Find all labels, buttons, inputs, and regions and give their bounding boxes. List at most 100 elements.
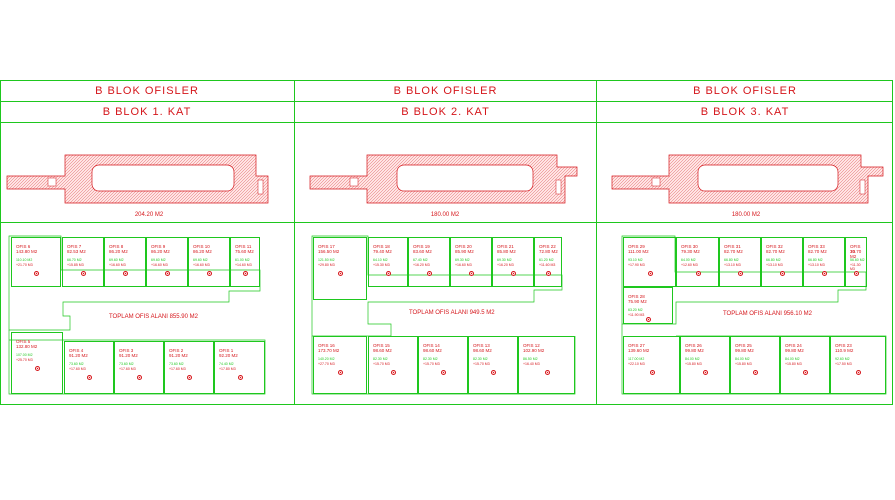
unit-marker-icon — [207, 271, 212, 276]
office-level: +17.90 M3 — [628, 263, 645, 267]
office-net-area: 66.70 M2 — [67, 258, 82, 262]
column-3-total-area: TOPLAM OFIS ALANI 956.10 M2 — [723, 311, 812, 317]
column-3-common-area: 180.00 M2 — [731, 212, 761, 218]
office-name: OFIS 32 — [766, 244, 783, 249]
unit-marker-icon — [854, 271, 859, 276]
column-divider-1 — [294, 80, 295, 405]
office-name: OFIS 34 — [850, 244, 861, 254]
office-net-area: 69.30 M2 — [455, 258, 470, 262]
office-gross-area: 98.60 M2 — [373, 348, 392, 353]
unit-marker-icon — [822, 271, 827, 276]
column-1-header: B BLOK OFISLER — [95, 85, 199, 97]
office-name: OFIS 12 — [523, 343, 540, 348]
office-net-area: 73.60 M2 — [119, 362, 134, 366]
office-name: OFIS 25 — [735, 343, 752, 348]
office-name: OFIS 10 — [193, 244, 210, 249]
column-1-floor-title: B BLOK 1. KAT — [102, 106, 192, 118]
unit-marker-icon — [34, 271, 39, 276]
unit-marker-icon — [738, 271, 743, 276]
office-level: +17.60 M3 — [119, 367, 136, 371]
office-name: OFIS 15 — [373, 343, 390, 348]
unit-marker-icon — [338, 370, 343, 375]
office-net-area: 74.40 M2 — [219, 362, 234, 366]
office-level: +29.80 M3 — [318, 263, 335, 267]
office-name: OFIS 7 — [67, 244, 82, 249]
office-level: +11.60 M3 — [539, 263, 556, 267]
office-level: +15.70 M3 — [373, 362, 390, 366]
unit-marker-icon — [780, 271, 785, 276]
column-1-common-area: 204.20 M2 — [134, 212, 164, 218]
unit-marker-icon — [243, 271, 248, 276]
office-gross-area: 75.60 M2 — [235, 249, 254, 254]
office-level: +12.60 M3 — [681, 263, 698, 267]
office-level: +15.80 M3 — [685, 362, 702, 366]
office-name: OFIS 17 — [318, 244, 335, 249]
office-gross-area: 79.30 M2 — [681, 249, 700, 254]
office-net-area: 66.80 M2 — [808, 258, 823, 262]
office-net-area: 84.00 M2 — [685, 357, 700, 361]
office-gross-area: 86.20 M2 — [193, 249, 212, 254]
office-gross-area: 85.90 M2 — [455, 249, 474, 254]
office-level: +16.60 M3 — [455, 263, 472, 267]
office-level: +22.10 M3 — [628, 362, 645, 366]
office-net-area: 82.30 M2 — [373, 357, 388, 361]
office-net-area: 82.30 M2 — [473, 357, 488, 361]
office-gross-area: 143.80 M2 — [16, 249, 38, 254]
office-gross-area: 85.80 M2 — [497, 249, 516, 254]
office-net-area: 63.20 M2 — [628, 308, 643, 312]
office-net-area: 61.00 M2 — [235, 258, 250, 262]
unit-marker-icon — [856, 370, 861, 375]
office-name: OFIS 6 — [16, 244, 31, 249]
office-gross-area: 156.50 M2 — [318, 249, 340, 254]
office-name: OFIS 20 — [455, 244, 472, 249]
office-level: +17.60 M3 — [69, 367, 86, 371]
office-name: OFIS 19 — [413, 244, 430, 249]
office-net-area: 92.60 M2 — [835, 357, 850, 361]
office-gross-area: 92.20 M2 — [219, 353, 238, 358]
office-net-area: 69.30 M2 — [497, 258, 512, 262]
office-gross-area: 102.90 M2 — [523, 348, 545, 353]
office-gross-area: 173.70 M2 — [318, 348, 340, 353]
office-net-area: 66.80 M2 — [724, 258, 739, 262]
office-level: +15.85 M3 — [67, 263, 84, 267]
office-level: +13.10 M3 — [808, 263, 825, 267]
office-net-area: 82.30 M2 — [423, 357, 438, 361]
office-gross-area: 75.90 M2 — [628, 299, 647, 304]
key-plan-2 — [309, 154, 578, 204]
office-gross-area: 99.80 M2 — [685, 348, 704, 353]
unit-marker-icon — [427, 271, 432, 276]
column-2-total-area: TOPLAM OFIS ALANI 949.5 M2 — [409, 310, 495, 316]
office-name: OFIS 4 — [69, 348, 84, 353]
unit-marker-icon — [81, 271, 86, 276]
unit-marker-icon — [386, 271, 391, 276]
office-name: OFIS 9 — [151, 244, 166, 249]
office-level: +16.40 M3 — [523, 362, 540, 366]
office-level: +11.30 M3 — [850, 263, 861, 271]
unit-marker-icon — [123, 271, 128, 276]
office-gross-area: 79.40 M2 — [373, 249, 392, 254]
office-net-area: 93.10 M2 — [628, 258, 643, 262]
office-name: OFIS 29 — [628, 244, 645, 249]
key-plan-1 — [6, 154, 269, 204]
office-name: OFIS 23 — [835, 343, 852, 348]
office-level: +15.70 M3 — [473, 362, 490, 366]
office-gross-area: 98.60 M2 — [423, 348, 442, 353]
column-3-header: B BLOK OFISLER — [693, 85, 797, 97]
office-net-area: 73.60 M2 — [69, 362, 84, 366]
office-gross-area: 110.9 M2 — [835, 348, 854, 353]
office-name: OFIS 31 — [724, 244, 741, 249]
office-gross-area: 82.70 M2 — [766, 249, 785, 254]
